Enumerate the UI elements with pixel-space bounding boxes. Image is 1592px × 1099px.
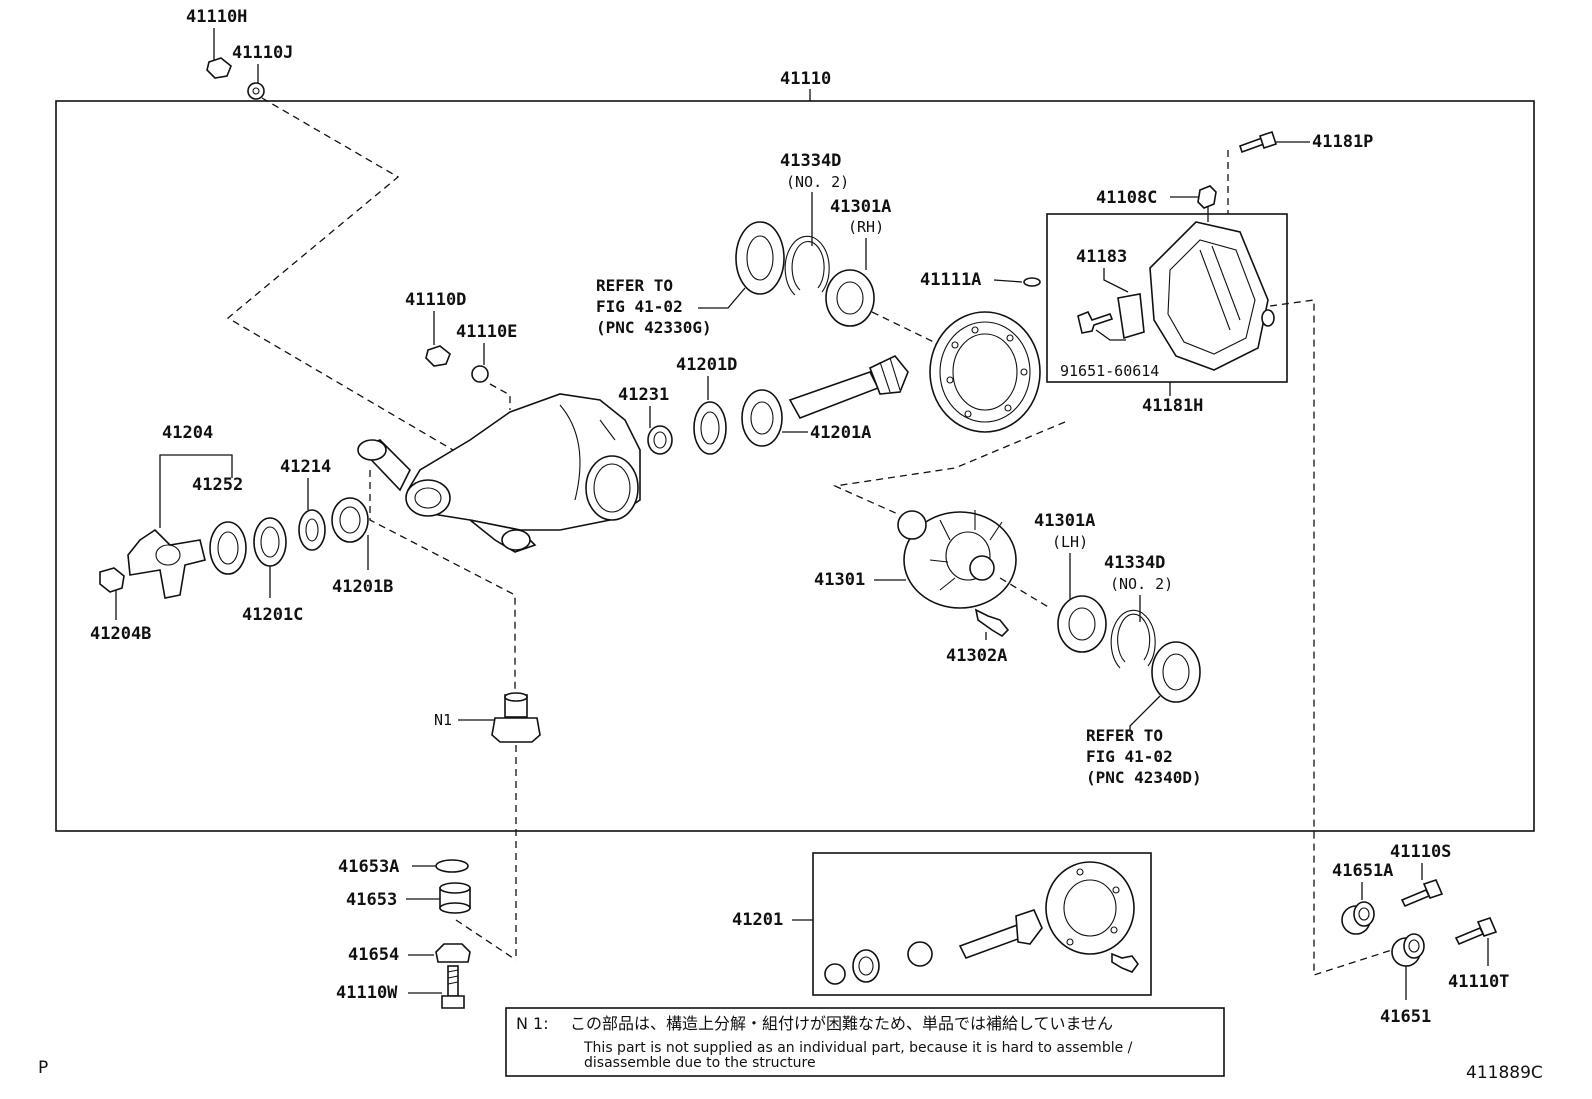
- bearing-41201A: [741, 389, 783, 447]
- ref-top-line1[interactable]: REFER TO: [596, 276, 673, 295]
- label-41181P[interactable]: 41181P: [1312, 132, 1373, 152]
- label-41110S[interactable]: 41110S: [1390, 842, 1451, 862]
- ref-top-line2[interactable]: FIG 41-02: [596, 297, 683, 316]
- bushing-41651A: [1341, 901, 1375, 935]
- label-91651-60614[interactable]: 91651-60614: [1060, 362, 1159, 380]
- drive-pinion: [788, 355, 909, 419]
- label-41201C[interactable]: 41201C: [242, 605, 303, 625]
- cover-box-41181H: [1046, 213, 1288, 383]
- label-41301A-bot[interactable]: 41301A: [1034, 511, 1095, 531]
- footnote-marker: N 1:: [516, 1014, 549, 1033]
- label-41334D-bot[interactable]: 41334D: [1104, 553, 1165, 573]
- label-41214[interactable]: 41214: [280, 457, 331, 477]
- washer-41110J: [247, 82, 265, 100]
- differential-cover: [1149, 221, 1275, 371]
- bearing-41201B: [331, 497, 369, 543]
- label-41653[interactable]: 41653: [346, 890, 397, 910]
- label-41334D-bot-no2: (NO. 2): [1110, 575, 1173, 593]
- label-41110W[interactable]: 41110W: [336, 983, 398, 1003]
- label-41110E[interactable]: 41110E: [456, 322, 517, 342]
- plug-41108C: [1197, 185, 1217, 209]
- label-41201D[interactable]: 41201D: [676, 355, 737, 375]
- oil-seal-bottom: [1151, 641, 1201, 703]
- footnote-en-2: disassemble due to the structure: [584, 1055, 816, 1071]
- assembly-box-41110: [55, 100, 1535, 832]
- ref-bot-line3[interactable]: (PNC 42340D): [1086, 768, 1202, 787]
- differential-carrier-housing: [357, 393, 641, 553]
- plate-41183: [1117, 293, 1145, 340]
- bolt-91651: [1077, 310, 1114, 334]
- bearing-41301A-lh: [1057, 595, 1107, 653]
- oil-seal-top: [735, 221, 785, 295]
- label-41110D[interactable]: 41110D: [405, 290, 466, 310]
- ref-top-line3[interactable]: (PNC 42330G): [596, 318, 712, 337]
- label-41181H[interactable]: 41181H: [1142, 396, 1203, 416]
- companion-flange-41204: [127, 528, 206, 599]
- footnote-en-1: This part is not supplied as an individu…: [583, 1040, 1133, 1056]
- label-41302A[interactable]: 41302A: [946, 646, 1007, 666]
- footnote-jp: この部品は、構造上分解・組付けが困難なため、単品では補給していません: [570, 1014, 1113, 1033]
- label-N1[interactable]: N1: [434, 711, 452, 729]
- label-41110H[interactable]: 41110H: [186, 7, 247, 27]
- label-41252[interactable]: 41252: [192, 475, 243, 495]
- bushing-41651: [1391, 933, 1425, 967]
- cushion-41653: [439, 882, 471, 914]
- label-41183[interactable]: 41183: [1076, 247, 1127, 267]
- label-41201A[interactable]: 41201A: [810, 423, 871, 443]
- footnote-box: [505, 1007, 1225, 1077]
- breather-41111A: [1023, 277, 1041, 287]
- stopper-41654: [435, 943, 471, 963]
- ref-bot-line1[interactable]: REFER TO: [1086, 726, 1163, 745]
- bearing-41201C: [253, 517, 287, 567]
- label-41651[interactable]: 41651: [1380, 1007, 1431, 1027]
- label-41651A[interactable]: 41651A: [1332, 861, 1393, 881]
- label-41301[interactable]: 41301: [814, 570, 865, 590]
- bolt-41110W: [441, 965, 465, 1009]
- washer-41653A: [435, 859, 469, 873]
- label-41334D-top[interactable]: 41334D: [780, 151, 841, 171]
- label-41654[interactable]: 41654: [348, 945, 399, 965]
- label-41204[interactable]: 41204: [162, 423, 213, 443]
- bolt-41302A: [974, 608, 1010, 638]
- snap-ring-41334D-bot: [1110, 609, 1156, 669]
- bolt-41181P: [1238, 136, 1266, 154]
- bolt-41110S: [1400, 888, 1431, 908]
- bolt-41110T: [1454, 926, 1485, 946]
- oil-seal-41252: [209, 521, 247, 575]
- differential-case-41301: [897, 510, 1017, 609]
- label-41110[interactable]: 41110: [780, 69, 831, 89]
- label-41334D-top-no2: (NO. 2): [786, 173, 849, 191]
- label-41301A-lh: (LH): [1052, 533, 1088, 551]
- label-41653A[interactable]: 41653A: [338, 857, 399, 877]
- nut-41110H: [206, 57, 232, 79]
- label-41110J[interactable]: 41110J: [232, 43, 293, 63]
- mount-bushing-n1: [491, 692, 541, 743]
- snap-ring-41334D-top: [784, 235, 830, 296]
- label-41111A[interactable]: 41111A: [920, 270, 981, 290]
- nut-41110D: [425, 345, 451, 367]
- gear-kit-parts: [824, 861, 1139, 985]
- ring-gear: [929, 311, 1041, 433]
- label-41301A-top[interactable]: 41301A: [830, 197, 891, 217]
- corner-left-mark: P: [38, 1058, 48, 1078]
- washer-41201D: [693, 401, 727, 455]
- bearing-41301A-rh: [825, 269, 875, 327]
- gear-kit-box-41201: [812, 852, 1152, 996]
- label-41201B[interactable]: 41201B: [332, 577, 393, 597]
- label-41110T[interactable]: 41110T: [1448, 972, 1509, 992]
- label-41231[interactable]: 41231: [618, 385, 669, 405]
- label-41201[interactable]: 41201: [732, 910, 783, 930]
- nut-41204B: [99, 567, 125, 593]
- spacer-41214: [298, 509, 326, 551]
- figure-code: 411889C: [1466, 1063, 1543, 1083]
- ref-bot-line2[interactable]: FIG 41-02: [1086, 747, 1173, 766]
- label-41301A-rh: (RH): [848, 218, 884, 236]
- spacer-41231: [647, 425, 673, 455]
- label-41204B[interactable]: 41204B: [90, 624, 151, 644]
- label-41108C[interactable]: 41108C: [1096, 188, 1157, 208]
- washer-41110E: [471, 365, 489, 383]
